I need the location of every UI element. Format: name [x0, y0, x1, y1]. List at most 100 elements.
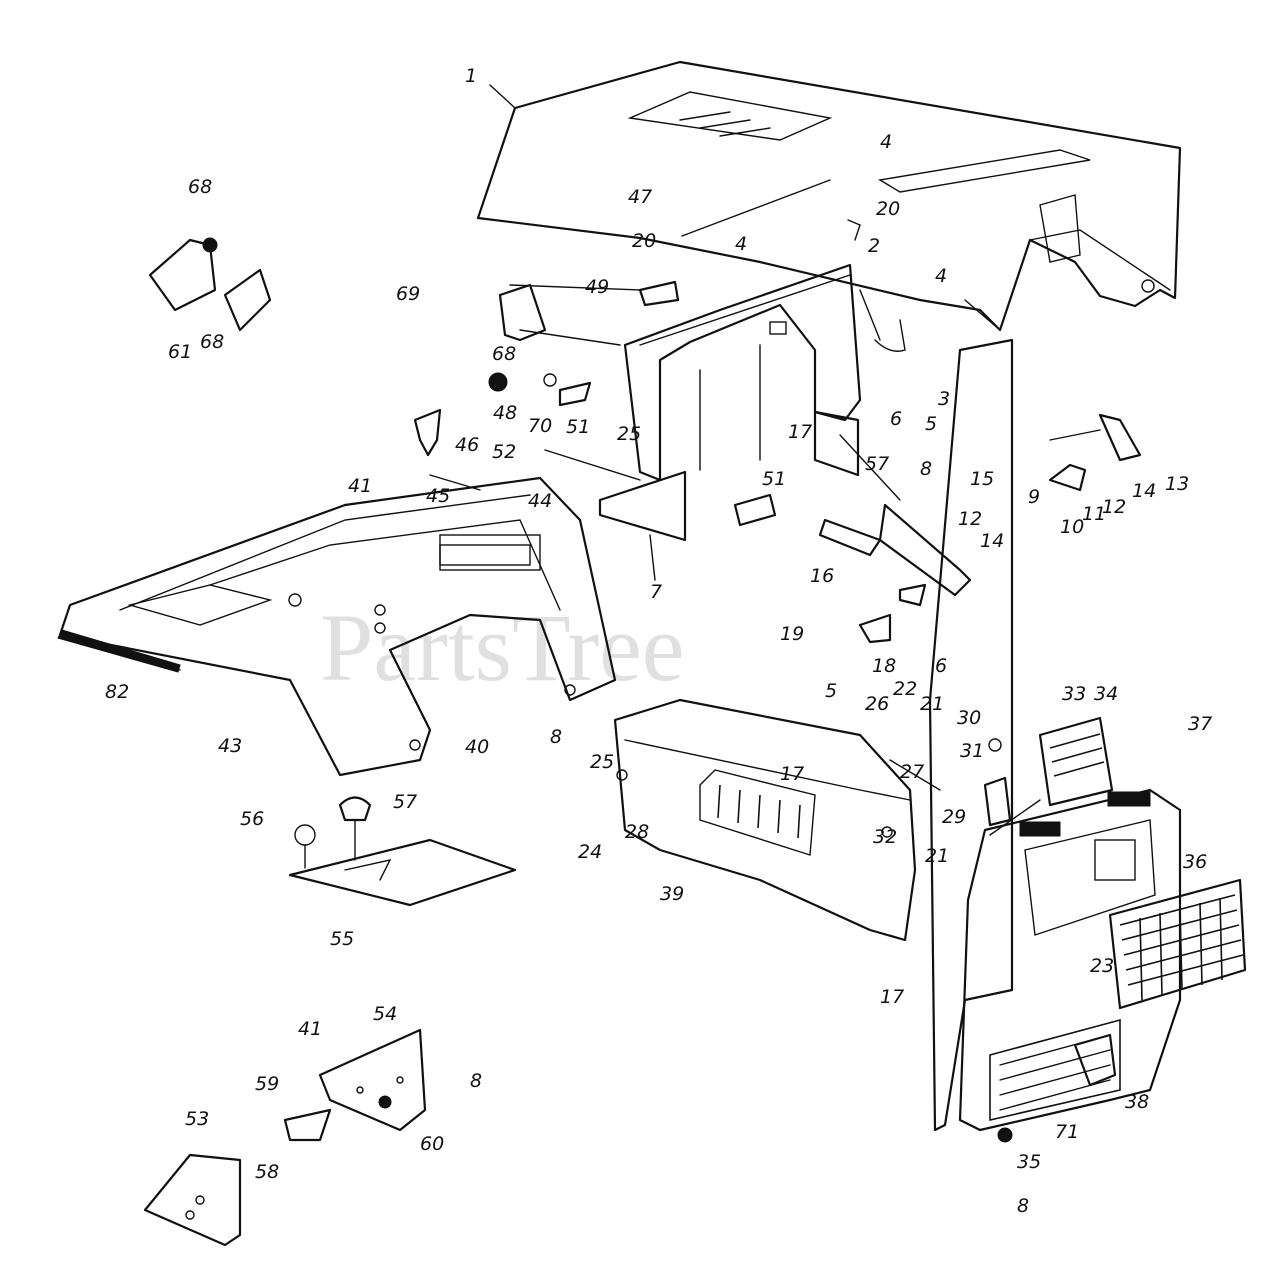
- label-20a: 20: [876, 198, 900, 220]
- label-56: 56: [240, 808, 264, 830]
- label-8d: 8: [1017, 1195, 1029, 1217]
- label-52: 52: [492, 441, 516, 463]
- label-6b: 6: [935, 655, 947, 677]
- label-68a: 68: [188, 176, 212, 198]
- label-6a: 6: [890, 408, 902, 430]
- label-10: 10: [1060, 516, 1084, 538]
- label-53: 53: [185, 1108, 209, 1130]
- label-5a: 5: [925, 413, 937, 435]
- label-28: 28: [625, 821, 649, 843]
- label-82: 82: [105, 681, 129, 703]
- front-nose: [958, 788, 1182, 1132]
- label-70: 70: [528, 415, 552, 437]
- label-7: 7: [650, 581, 662, 603]
- label-43: 43: [218, 735, 242, 757]
- label-25b: 25: [590, 751, 614, 773]
- label-26: 26: [865, 693, 889, 715]
- label-48: 48: [493, 402, 517, 424]
- label-23: 23: [1090, 955, 1114, 977]
- label-40: 40: [465, 736, 489, 758]
- label-38: 38: [1125, 1091, 1149, 1113]
- label-51b: 51: [762, 468, 786, 490]
- label-37: 37: [1188, 713, 1212, 735]
- label-12a: 12: [1102, 496, 1126, 518]
- headlight-grille: [1108, 878, 1247, 1010]
- label-5b: 5: [825, 680, 837, 702]
- label-8b: 8: [550, 726, 562, 748]
- label-41a: 41: [348, 475, 372, 497]
- label-16: 16: [810, 565, 834, 587]
- label-71: 71: [1055, 1121, 1079, 1143]
- label-19: 19: [780, 623, 804, 645]
- callout-labels: 1 2 3 4 4 4 5 5 6 6 7 8 8 8 8 9 10 11 12…: [105, 65, 1212, 1217]
- label-4b: 4: [735, 233, 747, 255]
- hardware: [413, 219, 1142, 1143]
- watermark: PartsTree: [320, 594, 684, 701]
- label-32: 32: [873, 826, 897, 848]
- label-30: 30: [957, 707, 981, 729]
- label-13: 13: [1165, 473, 1189, 495]
- label-17a: 17: [788, 421, 812, 443]
- label-49: 49: [585, 276, 609, 298]
- label-4c: 4: [935, 265, 947, 287]
- label-36: 36: [1183, 851, 1207, 873]
- label-44: 44: [528, 490, 552, 512]
- label-60: 60: [420, 1133, 444, 1155]
- label-27: 27: [900, 761, 924, 783]
- bracket-53: [143, 1153, 242, 1247]
- label-68c: 68: [492, 343, 516, 365]
- label-69: 69: [396, 283, 420, 305]
- label-14b: 14: [980, 530, 1004, 552]
- label-31: 31: [960, 740, 984, 762]
- label-22: 22: [893, 678, 917, 700]
- label-55: 55: [330, 928, 354, 950]
- label-11: 11: [1082, 503, 1106, 525]
- dash-tower: [598, 263, 862, 542]
- label-15: 15: [970, 468, 994, 490]
- label-20b: 20: [632, 230, 656, 252]
- label-54: 54: [373, 1003, 397, 1025]
- label-9: 9: [1028, 486, 1040, 508]
- label-45: 45: [426, 485, 450, 507]
- label-17b: 17: [780, 763, 804, 785]
- label-35: 35: [1017, 1151, 1041, 1173]
- hood: [476, 60, 1182, 332]
- label-34: 34: [1094, 683, 1118, 705]
- label-24: 24: [578, 841, 602, 863]
- label-29: 29: [942, 806, 966, 828]
- label-57a: 57: [865, 453, 889, 475]
- side-panel-right: [928, 338, 1014, 1132]
- label-8c: 8: [470, 1070, 482, 1092]
- bracket-54: [283, 1028, 427, 1142]
- label-39: 39: [660, 883, 684, 905]
- label-21a: 21: [920, 693, 944, 715]
- switch-bracket: [148, 237, 547, 342]
- light-lens: [1038, 716, 1114, 807]
- label-25a: 25: [617, 423, 641, 445]
- fender: [57, 476, 617, 777]
- label-8a: 8: [920, 458, 932, 480]
- label-2: 2: [868, 235, 880, 257]
- label-1: 1: [465, 65, 477, 87]
- shift-plate: [288, 796, 517, 907]
- label-4a: 4: [880, 131, 892, 153]
- label-58: 58: [255, 1161, 279, 1183]
- label-18: 18: [872, 655, 896, 677]
- label-68b: 68: [200, 331, 224, 353]
- label-17c: 17: [880, 986, 904, 1008]
- label-51a: 51: [566, 416, 590, 438]
- label-14a: 14: [1132, 480, 1156, 502]
- label-3: 3: [938, 388, 950, 410]
- label-41b: 41: [298, 1018, 322, 1040]
- lower-dash-panel: [613, 698, 917, 942]
- label-21b: 21: [925, 845, 949, 867]
- label-59: 59: [255, 1073, 279, 1095]
- label-47: 47: [628, 186, 652, 208]
- label-12b: 12: [958, 508, 982, 530]
- label-46: 46: [455, 434, 479, 456]
- label-61: 61: [168, 341, 192, 363]
- leader-lines: [429, 84, 1101, 836]
- label-33: 33: [1062, 683, 1086, 705]
- label-57b: 57: [393, 791, 417, 813]
